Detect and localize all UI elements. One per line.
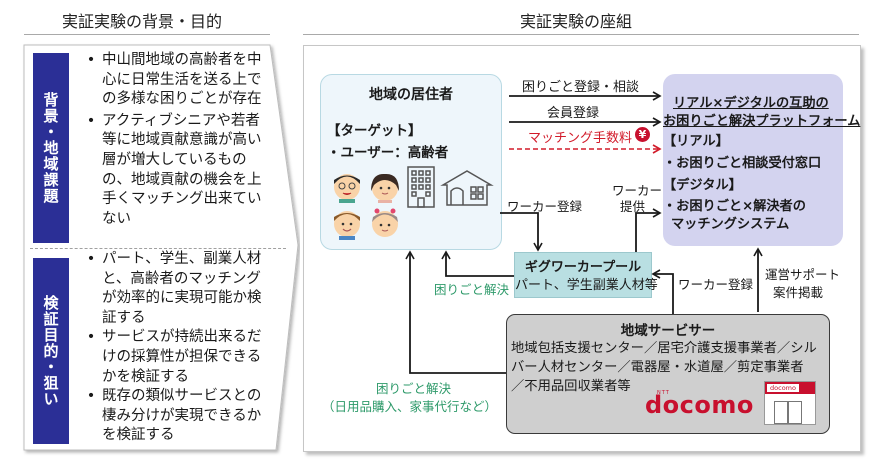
shop-door-right <box>788 401 802 424</box>
house-icon <box>440 170 494 206</box>
background-bullets: • 中山間地域の高齢者を中心に日常生活を送る上での多様な困りごとが存在 • アク… <box>80 51 266 229</box>
platform-real-label: 【リアル】 <box>663 134 729 149</box>
bullet-dot: • <box>86 112 96 129</box>
section-label-background-text: 背景・地域課題 <box>41 92 60 204</box>
pool-title: ギグワーカープール <box>524 260 642 275</box>
right-section-title: 実証実験の座組 <box>520 12 633 31</box>
resident-title: 地域の居住者 <box>369 87 453 103</box>
platform-digital-label: 【デジタル】 <box>663 178 742 193</box>
right-title-rule <box>303 34 859 35</box>
bullet-item: • パート、学生、副業人材と、高齢者のマッチングが効率的に実現可能か検証する <box>80 250 266 328</box>
label-service-solve-line2: （日用品購入、家事代行など） <box>322 399 498 414</box>
pool-subtitle: パート、学生副業人材等 <box>515 278 658 293</box>
bullet-text: 既存の類似サービスとの棲み分けが実現できるかを検証する <box>102 388 262 444</box>
label-support-line2: 案件掲載 <box>773 285 824 300</box>
label-worker-register-top: ワーカー登録 <box>507 199 583 214</box>
ntt-label: NTT <box>657 390 670 396</box>
girl-icon <box>372 208 398 237</box>
arrow-pool-solve <box>441 250 514 277</box>
resident-box: 地域の居住者 【ターゲット】 ・ユーザー：高齢者 <box>320 74 502 250</box>
pentagon-shape <box>23 44 299 451</box>
apartment-building-icon <box>407 166 435 208</box>
label-matching-fee: マッチング手数料 <box>528 131 633 146</box>
elderly-man-icon <box>334 174 360 203</box>
service-title: 地域サービサー <box>620 323 716 339</box>
label-service-solve-line1: 困りごと解決 <box>376 381 452 396</box>
label-worker-register-service: ワーカー登録 <box>678 277 754 292</box>
purpose-bullets: • パート、学生、副業人材と、高齢者のマッチングが効率的に実現可能か検証する •… <box>80 250 266 446</box>
platform-title-line1: リアル×デジタルの互助の <box>673 96 829 111</box>
resident-target-label: 【ターゲット】 <box>327 123 422 139</box>
left-pentagon-panel <box>23 44 299 451</box>
section-label-background: 背景・地域課題 <box>33 53 69 243</box>
bullet-dot: • <box>86 52 96 68</box>
shop-door-left <box>774 401 788 424</box>
shop-sign-text: docomo <box>767 384 799 392</box>
arrow-worker-provide <box>635 208 662 252</box>
left-title-rule <box>24 34 270 35</box>
people-icons <box>334 173 399 240</box>
left-section-title: 実証実験の背景・目的 <box>62 12 223 31</box>
platform-digital-item-line1: ・お困りごと×解決者の <box>663 199 806 214</box>
bullet-text: 中山間地域の高齢者を中心に日常生活を送る上での多様な困りごとが存在 <box>102 52 262 108</box>
buildings-icons <box>407 166 494 208</box>
bullet-item: • 中山間地域の高齢者を中心に日常生活を送る上での多様な困りごとが存在 <box>80 51 266 110</box>
arrow-worker-register-top <box>500 212 543 252</box>
bullet-text: アクティブシニアや若者等に地域貢献意識が高い層が増大しているものの、地域貢献の機… <box>102 112 262 227</box>
label-worker-provide-line2: 提供 <box>620 199 646 214</box>
section-label-purpose-text: 検証目的・狙い <box>41 295 60 407</box>
arrow-service-solve <box>405 250 506 374</box>
bullet-dot: • <box>86 251 96 267</box>
service-line3: ／不用品回収業者等 <box>511 379 631 394</box>
bullet-item: • アクティブシニアや若者等に地域貢献意識が高い層が増大しているものの、地域貢献… <box>80 112 266 230</box>
bullet-dot: • <box>86 329 96 346</box>
local-service-provider-box: 地域サービサー 地域包括支援センター／居宅介護支援事業者／シル バー人材センター… <box>506 314 830 434</box>
boy-icon <box>334 211 360 240</box>
platform-box: リアル×デジタルの互助の お困りごと解決プラットフォーム 【リアル】 ・お困りご… <box>663 74 860 246</box>
label-support-line1: 運営サポート <box>765 267 841 282</box>
elderly-woman-icon <box>371 173 399 203</box>
service-line1: 地域包括支援センター／居宅介護支援事業者／シル <box>511 341 817 356</box>
bullet-item: • 既存の類似サービスとの棲み分けが実現できるかを検証する <box>80 387 266 446</box>
docomo-logo: docomo <box>645 391 754 419</box>
bullet-dot: • <box>86 388 96 405</box>
resident-target-value: ・ユーザー：高齢者 <box>327 145 449 161</box>
yen-icon: ¥ <box>635 127 650 142</box>
platform-real-item: ・お困りごと相談受付窓口 <box>663 156 822 171</box>
label-consult: 困りごと登録・相談 <box>522 80 640 95</box>
gig-worker-pool-box: ギグワーカープール パート、学生副業人材等 <box>514 252 658 298</box>
label-pool-solve: 困りごと解決 <box>434 282 510 297</box>
section-label-purpose: 検証目的・狙い <box>33 258 69 444</box>
bullet-text: パート、学生、副業人材と、高齢者のマッチングが効率的に実現可能か検証する <box>102 251 262 326</box>
section-divider <box>30 248 286 249</box>
label-worker-provide-line1: ワーカー <box>612 183 663 198</box>
label-member-register: 会員登録 <box>547 106 600 121</box>
bullet-item: • サービスが持続出来るだけの採算性が担保できるかを検証する <box>80 328 266 387</box>
platform-title-line2: お困りごと解決プラットフォーム <box>663 114 861 129</box>
docomo-shop-icon: docomo <box>764 381 816 425</box>
arrow-worker-register-service <box>651 269 674 314</box>
bullet-text: サービスが持続出来るだけの採算性が担保できるかを検証する <box>102 329 262 385</box>
service-line2: バー人材センター／電器屋・水道屋／剪定事業者 <box>511 360 804 375</box>
platform-digital-item-line2: マッチングシステム <box>671 217 790 232</box>
